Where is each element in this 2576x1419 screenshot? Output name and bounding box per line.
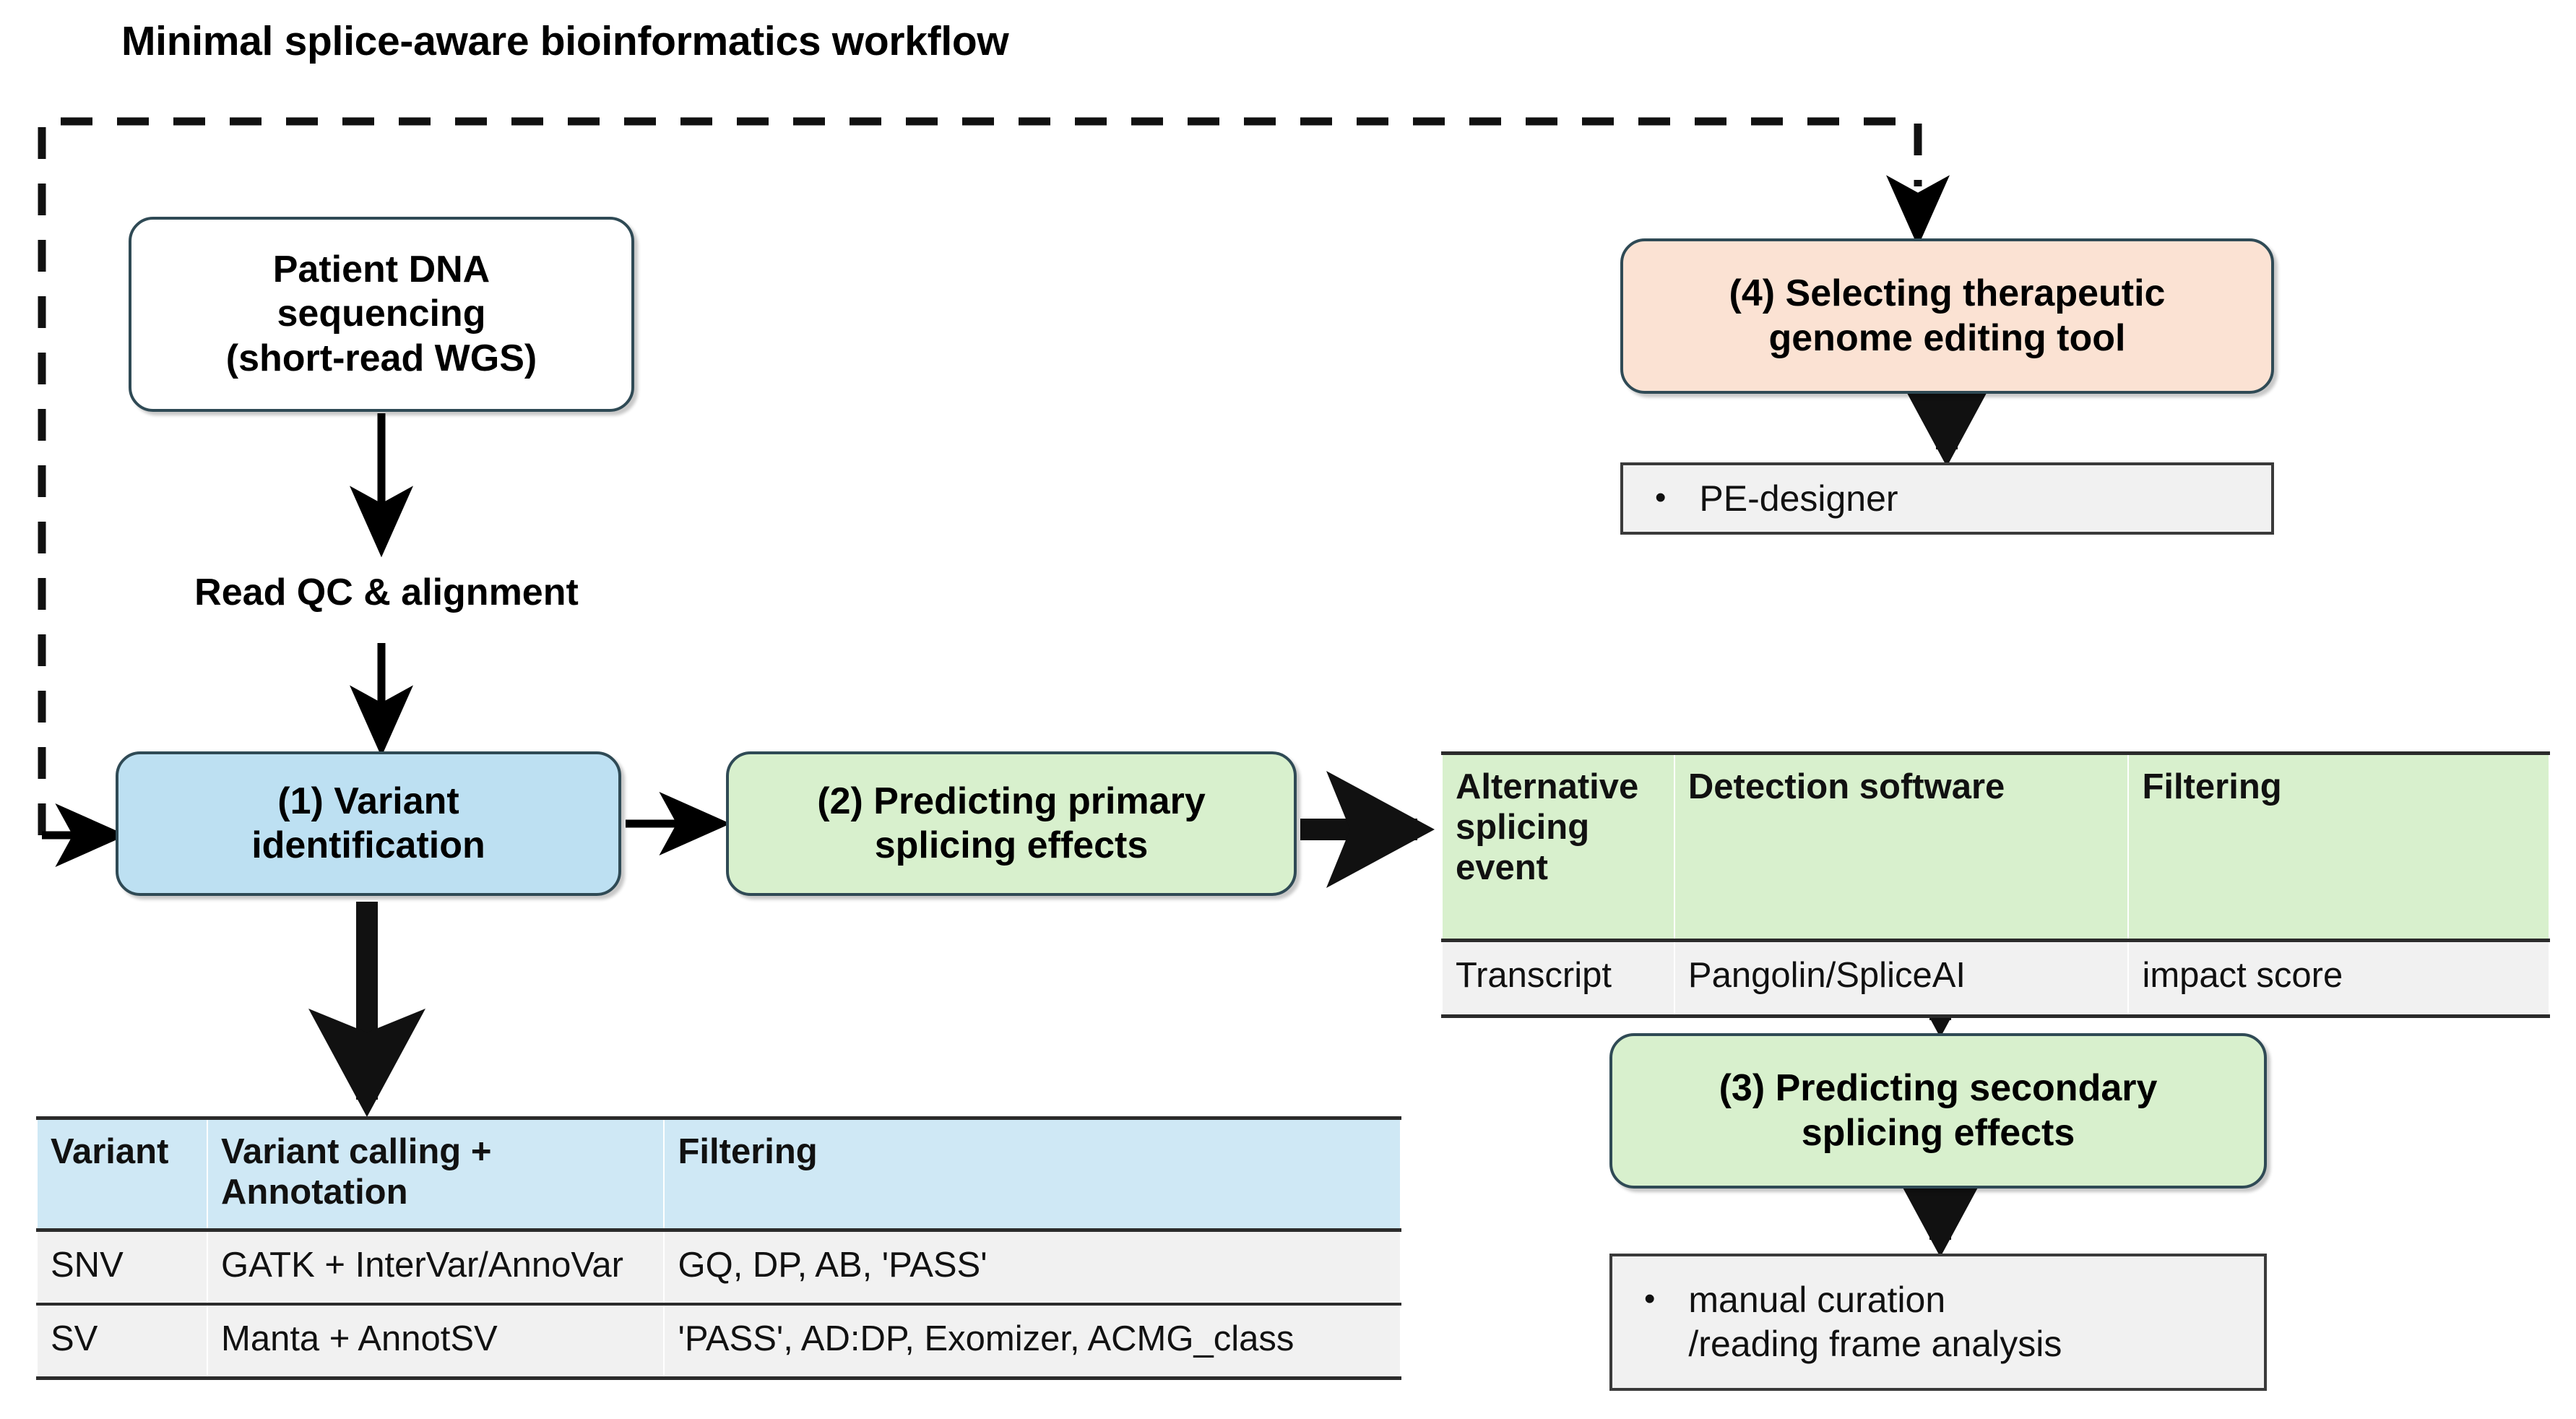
box-manual-curation[interactable]: • manual curation /reading frame analysi… <box>1609 1254 2267 1391</box>
cell-variant-calling: Manta + AnnotSV <box>206 1303 665 1379</box>
node-predicting-secondary-splicing-effects[interactable]: (3) Predicting secondary splicing effect… <box>1609 1033 2267 1189</box>
table-row: SV Manta + AnnotSV 'PASS', AD:DP, Exomiz… <box>36 1303 1401 1379</box>
bullet-icon: • <box>1655 479 1667 515</box>
table-row: SNV GATK + InterVar/AnnoVar GQ, DP, AB, … <box>36 1228 1401 1305</box>
node-predicting-primary-splicing-effects[interactable]: (2) Predicting primary splicing effects <box>726 751 1297 896</box>
table-header-row: Variant Variant calling + Annotation Fil… <box>36 1117 1401 1231</box>
table-header-row: Alternative splicing event Detection sof… <box>1441 752 2550 941</box>
cell-variant: SNV <box>36 1228 208 1305</box>
column-header-alternative-splicing-event: Alternative splicing event <box>1441 752 1675 941</box>
column-header-filtering: Filtering <box>663 1117 1401 1231</box>
list-item-label: manual curation /reading frame analysis <box>1688 1280 2062 1364</box>
list-item: • PE-designer <box>1655 477 1898 521</box>
table-row: Transcript Pangolin/SpliceAI impact scor… <box>1441 939 2550 1017</box>
column-header-variant: Variant <box>36 1117 208 1231</box>
column-header-variant-calling-annotation: Variant calling + Annotation <box>206 1117 665 1231</box>
bullet-icon: • <box>1644 1281 1656 1316</box>
cell-alternative-splicing-event: Transcript <box>1441 939 1675 1017</box>
list-item-label: PE-designer <box>1699 478 1898 519</box>
column-header-detection-software: Detection software <box>1673 752 2130 941</box>
cell-filtering: GQ, DP, AB, 'PASS' <box>663 1228 1401 1305</box>
box-pe-designer[interactable]: • PE-designer <box>1620 462 2274 535</box>
splicing-table: Alternative splicing event Detection sof… <box>1441 751 2550 1018</box>
node-patient-dna-sequencing[interactable]: Patient DNA sequencing (short-read WGS) <box>129 217 634 412</box>
list-item: • manual curation /reading frame analysi… <box>1644 1278 2062 1366</box>
cell-filtering: impact score <box>2127 939 2550 1017</box>
label-read-qc-alignment: Read QC & alignment <box>194 572 579 613</box>
column-header-filtering: Filtering <box>2127 752 2550 941</box>
cell-detection-software: Pangolin/SpliceAI <box>1673 939 2130 1017</box>
variant-table: Variant Variant calling + Annotation Fil… <box>36 1116 1401 1380</box>
cell-variant: SV <box>36 1303 208 1379</box>
cell-filtering: 'PASS', AD:DP, Exomizer, ACMG_class <box>663 1303 1401 1379</box>
node-variant-identification[interactable]: (1) Variant identification <box>116 751 621 896</box>
cell-variant-calling: GATK + InterVar/AnnoVar <box>206 1228 665 1305</box>
node-selecting-therapeutic-genome-editing-tool[interactable]: (4) Selecting therapeutic genome editing… <box>1620 238 2274 394</box>
page-title: Minimal splice-aware bioinformatics work… <box>121 18 1009 64</box>
